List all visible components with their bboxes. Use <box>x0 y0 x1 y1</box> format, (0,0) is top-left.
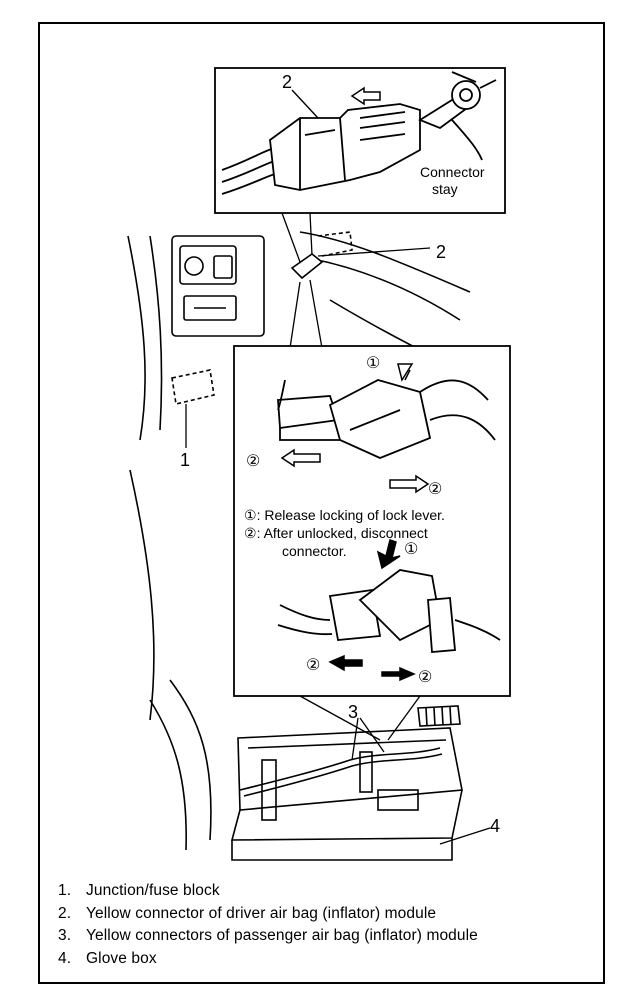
instructions: ①: Release locking of lock lever. ②: Aft… <box>244 507 445 559</box>
step1-marker-a: ① <box>366 355 380 372</box>
step2-marker-c: ② <box>306 657 320 674</box>
legend-num: 4. <box>58 949 72 967</box>
glove-box-drawing <box>149 679 491 861</box>
legend-num: 2. <box>58 904 72 922</box>
legend-text: Junction/fuse block <box>86 882 220 899</box>
legend-text: Yellow connectors of passenger air bag (… <box>86 927 478 944</box>
connector-stay-label: Connector <box>420 164 485 180</box>
svg-text:①: Release locking of lock lev: ①: Release locking of lock lever. <box>244 507 445 523</box>
instruction-2-marker: ② <box>244 525 257 541</box>
instruction-1-text: : Release locking of lock lever. <box>257 507 445 523</box>
legend-text: Glove box <box>86 949 157 967</box>
svg-text:②: After unlocked, disconnect: ②: After unlocked, disconnect <box>244 525 428 541</box>
step2-marker-b: ② <box>428 481 442 498</box>
callout-3: 3 <box>348 702 358 722</box>
legend-item-4: 4. Glove box <box>58 948 598 971</box>
step2-marker-a: ② <box>246 453 260 470</box>
callout-2-top: 2 <box>282 72 292 92</box>
instruction-3-text: connector. <box>282 543 347 559</box>
figure-frame <box>38 22 605 984</box>
legend: 1. Junction/fuse block 2. Yellow connector… <box>58 880 598 970</box>
legend-item-1: 1. Junction/fuse block <box>58 880 598 903</box>
legend-num: 1. <box>58 882 72 899</box>
inset-release-steps <box>233 345 511 697</box>
legend-item-3: 3. Yellow connectors of passenger air bag… <box>58 925 598 948</box>
step-arrows <box>280 363 430 682</box>
connector-stay-label-2: stay <box>432 181 458 197</box>
instruction-1-marker: ① <box>244 507 257 523</box>
instruction-2-text: : After unlocked, disconnect <box>257 525 428 541</box>
legend-num: 3. <box>58 927 72 944</box>
step1-marker-b: ① <box>404 541 418 558</box>
inset-driver-connector <box>214 67 506 214</box>
step2-marker-d: ② <box>418 669 432 686</box>
legend-item-2: 2. Yellow connector of driver air bag (in… <box>58 903 598 926</box>
callout-1: 1 <box>180 450 190 470</box>
callout-2-mid: 2 <box>436 242 446 262</box>
callout-4: 4 <box>490 816 500 836</box>
legend-text: Yellow connector of driver air bag (infl… <box>86 904 437 922</box>
dashboard-drawing <box>127 212 471 721</box>
